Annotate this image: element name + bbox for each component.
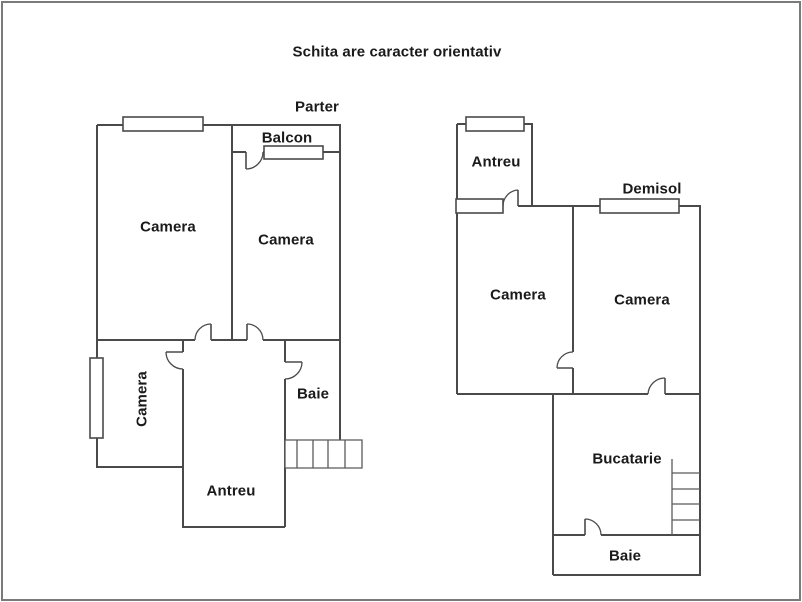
room-label-camera-demisol-left: Camera xyxy=(490,286,546,304)
room-label-bucatarie: Bucatarie xyxy=(592,450,662,468)
window-symbol xyxy=(465,116,525,132)
demisol-door-leaves xyxy=(517,190,666,535)
parter-stairs xyxy=(284,439,363,469)
sketch-disclaimer-title: Schita are caracter orientativ xyxy=(292,43,502,61)
window-symbol xyxy=(599,198,680,214)
room-label-camera-top-right: Camera xyxy=(258,231,314,249)
room-label-camera-bottom-left: Camera xyxy=(133,371,151,427)
room-label-camera-demisol-right: Camera xyxy=(614,291,670,309)
window-symbol xyxy=(263,145,324,160)
demisol-windows xyxy=(455,116,680,214)
room-label-camera-top-left: Camera xyxy=(140,218,196,236)
window-symbol xyxy=(122,116,204,132)
window-symbol xyxy=(89,357,104,439)
demisol-door-arcs xyxy=(502,189,666,536)
parter-door-arcs xyxy=(165,151,303,380)
parter-plan xyxy=(89,116,363,528)
floor-label-demisol: Demisol xyxy=(622,180,682,198)
demisol-plan xyxy=(455,116,701,576)
room-label-baie-parter: Baie xyxy=(296,385,330,403)
window-symbol xyxy=(455,198,504,214)
floor-label-parter: Parter xyxy=(295,98,339,116)
parter-door-leaves xyxy=(166,152,302,363)
demisol-stairs xyxy=(671,459,700,535)
room-label-antreu-demisol: Antreu xyxy=(471,153,521,171)
room-label-antreu-parter: Antreu xyxy=(206,482,256,500)
room-label-baie-demisol: Baie xyxy=(608,547,642,565)
parter-windows xyxy=(89,116,324,439)
room-label-balcon: Balcon xyxy=(261,129,313,147)
